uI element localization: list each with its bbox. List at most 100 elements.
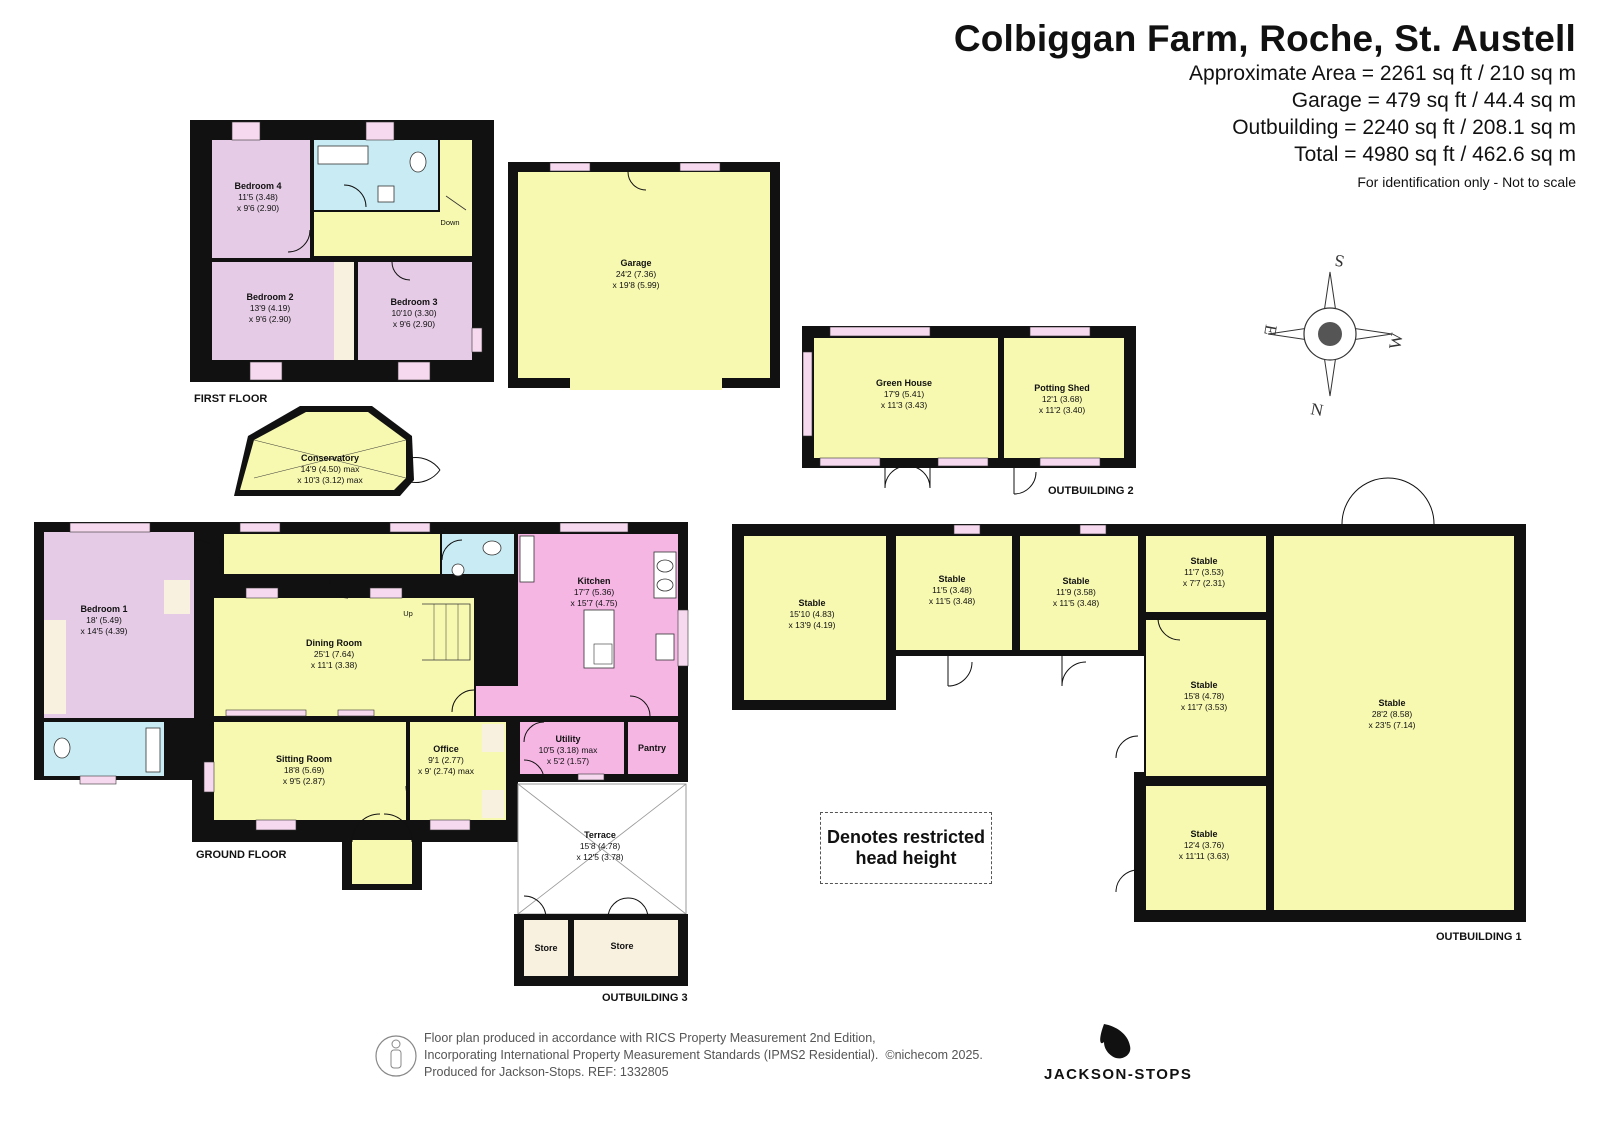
footer-line-3: Produced for Jackson-Stops. REF: 1332805 — [424, 1065, 669, 1079]
landing — [314, 212, 472, 256]
jackson-stops-logo-icon — [1100, 1024, 1131, 1059]
compass-rose: E S W N — [1260, 251, 1407, 421]
office-dim1: 9'1 (2.77) — [428, 755, 464, 765]
ground-floor: Conservatory 14'9 (4.50) max x 10'3 (3.1… — [34, 406, 689, 890]
dining-room-dim1: 25'1 (7.64) — [314, 649, 355, 659]
stable-6-dim2: x 11'11 (3.63) — [1179, 851, 1230, 861]
green-house-dim2: x 11'3 (3.43) — [881, 400, 928, 410]
stable-6-name: Stable — [1190, 829, 1217, 839]
dining-room-dim2: x 11'1 (3.38) — [311, 660, 358, 670]
stable-3 — [1020, 536, 1138, 650]
potting-shed — [1004, 338, 1124, 458]
office-dim2: x 9' (2.74) max — [418, 766, 475, 776]
kitchen-name: Kitchen — [577, 576, 610, 586]
store-1-name: Store — [534, 943, 557, 953]
stable-2-name: Stable — [938, 574, 965, 584]
footer: Floor plan produced in accordance with R… — [424, 1030, 983, 1081]
identification-note: For identification only - Not to scale — [1357, 174, 1576, 190]
stable-3-dim2: x 11'5 (3.48) — [1053, 598, 1100, 608]
compass-n: N — [1309, 399, 1324, 420]
green-house-dim1: 17'9 (5.41) — [884, 389, 925, 399]
stable-5 — [1146, 620, 1266, 776]
bedroom-4-dim2: x 9'6 (2.90) — [237, 203, 279, 213]
stairs-down-label: Down — [440, 218, 459, 227]
hall — [224, 534, 440, 574]
terrace-dim1: 15'8 (4.78) — [580, 841, 621, 851]
kitchen-dim2: x 15'7 (4.75) — [571, 598, 618, 608]
brand-name: JACKSON-STOPS — [1044, 1066, 1193, 1083]
stable-7-name: Stable — [1378, 698, 1405, 708]
stable-7-dim1: 28'2 (8.58) — [1372, 709, 1413, 719]
outbuilding-2: Green House 17'9 (5.41) x 11'3 (3.43) Po… — [802, 326, 1136, 497]
outbuilding-2-label: OUTBUILDING 2 — [1048, 485, 1134, 497]
stable-4-dim1: 11'7 (3.53) — [1184, 567, 1224, 577]
store-1 — [524, 920, 568, 976]
bedroom-3-dim2: x 9'6 (2.90) — [393, 319, 435, 329]
restricted-line-2: head height — [855, 848, 957, 868]
stable-7-dim2: x 23'5 (7.14) — [1369, 720, 1416, 730]
footer-line-1: Floor plan produced in accordance with R… — [424, 1031, 876, 1045]
footer-copyright: ©nichecom 2025. — [885, 1048, 983, 1062]
stable-6 — [1146, 786, 1266, 910]
outbuilding-3-label: OUTBUILDING 3 — [602, 992, 688, 1004]
office-name: Office — [433, 744, 459, 754]
garage-dim1: 24'2 (7.36) — [616, 269, 657, 279]
stable-4-dim2: x 7'7 (2.31) — [1183, 578, 1225, 588]
garage-area: Garage = 479 sq ft / 44.4 sq m — [1291, 89, 1576, 112]
potting-shed-dim2: x 11'2 (3.40) — [1039, 405, 1086, 415]
stairs-up-label: Up — [403, 609, 413, 618]
store-2 — [574, 920, 678, 976]
bedroom-3-dim1: 10'10 (3.30) — [391, 308, 436, 318]
pantry-name: Pantry — [638, 743, 666, 753]
stairs — [440, 140, 472, 212]
potting-shed-dim1: 12'1 (3.68) — [1042, 394, 1083, 404]
stable-4 — [1146, 536, 1266, 612]
bedroom-3 — [358, 262, 472, 360]
garage-plan: Garage 24'2 (7.36) x 19'8 (5.99) — [508, 162, 780, 390]
outbuilding-1: Stable 15'10 (4.83) x 13'9 (4.19) Stable… — [732, 477, 1526, 943]
outbuilding-area: Outbuilding = 2240 sq ft / 208.1 sq m — [1232, 116, 1576, 139]
bedroom-2-dim1: 13'9 (4.19) — [250, 303, 291, 313]
stable-1-name: Stable — [798, 598, 825, 608]
kitchen-dim1: 17'7 (5.36) — [574, 587, 615, 597]
sitting-room — [214, 722, 406, 820]
terrace-name: Terrace — [584, 830, 616, 840]
stable-2-dim2: x 11'5 (3.48) — [929, 596, 976, 606]
stable-3-name: Stable — [1062, 576, 1089, 586]
garage-name: Garage — [620, 258, 651, 268]
utility-dim2: x 5'2 (1.57) — [547, 756, 589, 766]
terrace-dim2: x 12'5 (3.78) — [577, 852, 624, 862]
restricted-line-1: Denotes restricted — [826, 827, 986, 847]
stable-2 — [896, 536, 1012, 650]
stable-5-dim1: 15'8 (4.78) — [1184, 691, 1225, 701]
bedroom-2 — [212, 262, 342, 360]
dining-room-name: Dining Room — [306, 638, 362, 648]
measurement-standard-icon — [375, 1035, 417, 1077]
bedroom-4-name: Bedroom 4 — [234, 181, 281, 191]
bedroom-1 — [44, 532, 194, 718]
garage — [518, 172, 770, 378]
compass-s: S — [1333, 251, 1346, 271]
stable-5-dim2: x 11'7 (3.53) — [1181, 702, 1228, 712]
footer-line-2-text: Incorporating International Property Mea… — [424, 1048, 879, 1062]
garage-dim2: x 19'8 (5.99) — [613, 280, 660, 290]
conservatory-dim2: x 10'3 (3.12) max — [297, 475, 363, 485]
stable-1 — [744, 536, 886, 700]
bedroom-2-dim2: x 9'6 (2.90) — [249, 314, 291, 324]
first-floor-label: FIRST FLOOR — [194, 393, 267, 405]
stable-5-name: Stable — [1190, 680, 1217, 690]
stable-3-dim1: 11'9 (3.58) — [1056, 587, 1096, 597]
outbuilding-1-label: OUTBUILDING 1 — [1436, 931, 1522, 943]
stable-7 — [1274, 536, 1514, 910]
bedroom-4-dim1: 11'5 (3.48) — [238, 192, 278, 202]
utility-name: Utility — [555, 734, 580, 744]
approximate-area: Approximate Area = 2261 sq ft / 210 sq m — [1189, 62, 1576, 85]
conservatory-dim1: 14'9 (4.50) max — [301, 464, 361, 474]
stable-2-dim1: 11'5 (3.48) — [932, 585, 972, 595]
sitting-room-name: Sitting Room — [276, 754, 332, 764]
total-area: Total = 4980 sq ft / 462.6 sq m — [1294, 143, 1576, 166]
utility-dim1: 10'5 (3.18) max — [539, 745, 599, 755]
sitting-room-dim2: x 9'5 (2.87) — [283, 776, 325, 786]
property-title: Colbiggan Farm, Roche, St. Austell — [953, 18, 1576, 59]
